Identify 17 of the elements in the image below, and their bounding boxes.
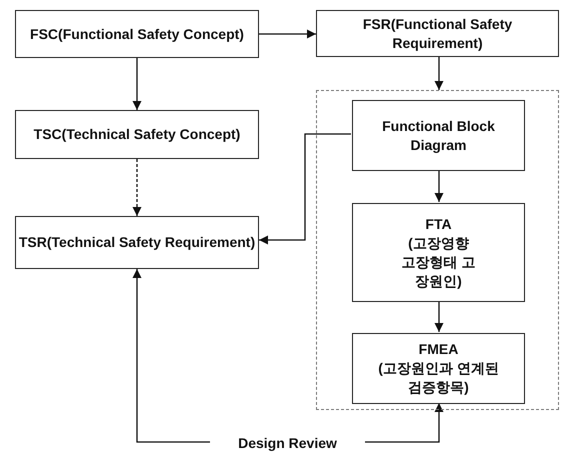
process-box: FTA (고장영향 고장형태 고장원인) (352, 203, 525, 302)
process-box: TSC(Technical Safety Concept) (15, 110, 259, 159)
arrow (434, 57, 444, 90)
process-box: FSC(Functional Safety Concept) (15, 10, 259, 58)
arrow (434, 301, 444, 332)
arrow (365, 403, 444, 443)
arrow (434, 170, 444, 202)
group-frame (316, 90, 559, 410)
process-box: TSR(Technical Safety Requirement) (15, 216, 259, 269)
process-box: FSR(Functional Safety Requirement) (316, 10, 559, 57)
arrow (259, 133, 351, 244)
arrow (132, 58, 142, 110)
process-box: FMEA (고장원인과 연계된 검증항목) (352, 333, 525, 404)
arrow (259, 30, 316, 38)
arrow (132, 269, 210, 443)
arrow (132, 159, 142, 216)
process-box: Functional Block Diagram (352, 100, 525, 171)
